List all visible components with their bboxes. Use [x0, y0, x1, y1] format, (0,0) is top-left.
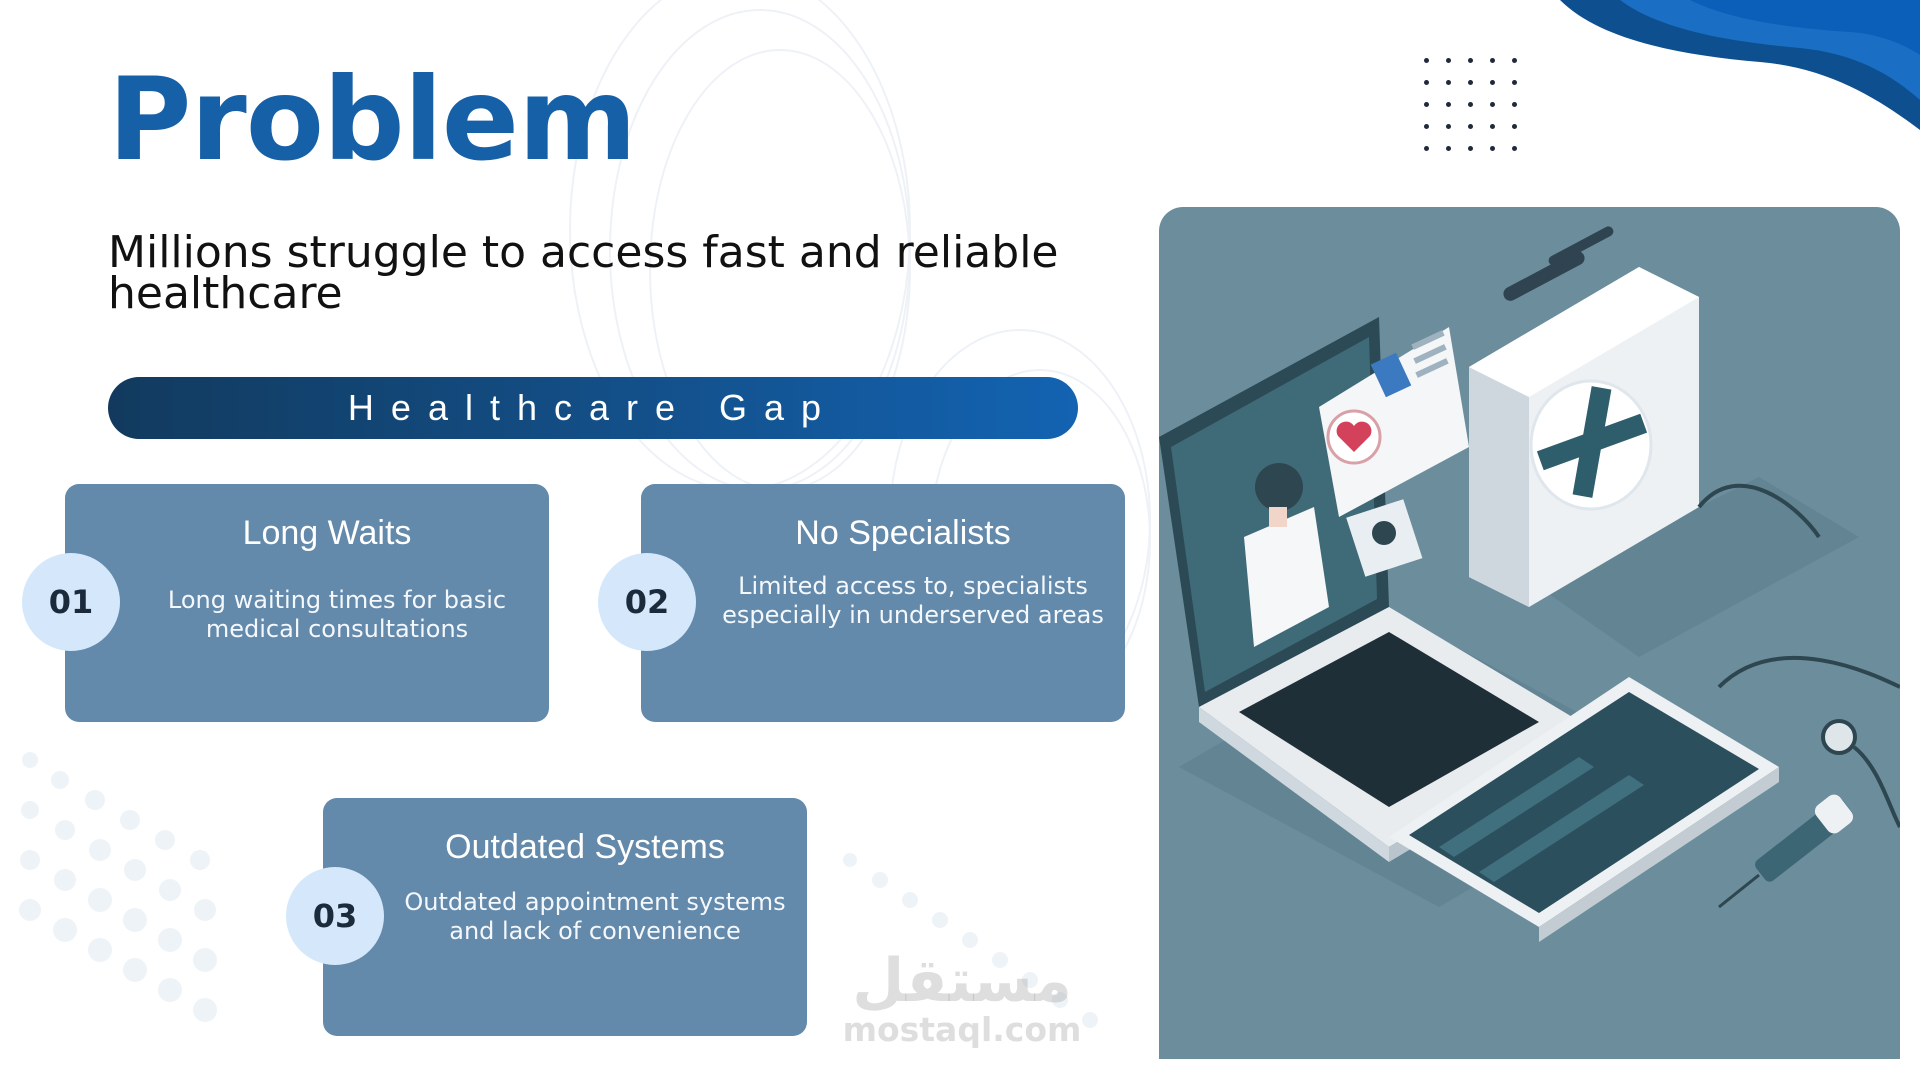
dot-grid-decoration [1424, 58, 1534, 168]
stethoscope-icon [1697, 483, 1900, 828]
number-badge-03: 03 [286, 867, 384, 965]
slide-title: Problem [108, 53, 637, 186]
number-badge-01: 01 [22, 553, 120, 651]
number-badge-02: 02 [598, 553, 696, 651]
corner-wave-decoration [1560, 0, 1920, 130]
card-title: Long Waits [242, 514, 412, 552]
tablet-icon [1389, 677, 1779, 942]
telemedicine-illustration [1159, 207, 1900, 1059]
card-title: Outdated Systems [445, 828, 725, 866]
syringe-icon [1718, 794, 1854, 909]
first-aid-kit-icon [1469, 226, 1699, 607]
problem-card-long-waits: Long Waits Long waiting times for basic … [65, 484, 549, 722]
card-description: Outdated appointment systems and lack of… [404, 888, 786, 945]
watermark-latin: mostaql.com [842, 1010, 1082, 1049]
healthcare-gap-banner: Healthcare Gap [108, 377, 1078, 439]
card-title: No Specialists [795, 514, 1011, 552]
mostaql-watermark: مستقل mostaql.com [842, 950, 1082, 1048]
doctor-icon [1244, 463, 1329, 647]
problem-card-outdated-systems: Outdated Systems Outdated appointment sy… [323, 798, 807, 1036]
card-description: Limited access to, specialists especiall… [722, 572, 1104, 629]
problem-card-no-specialists: No Specialists Limited access to, specia… [641, 484, 1125, 722]
slide-subtitle: Millions struggle to access fast and rel… [108, 227, 1059, 319]
heart-icon [1319, 327, 1469, 517]
card-description: Long waiting times for basic medical con… [167, 586, 507, 643]
illustration-art [1159, 226, 1900, 942]
watermark-arabic: مستقل [852, 946, 1072, 1016]
